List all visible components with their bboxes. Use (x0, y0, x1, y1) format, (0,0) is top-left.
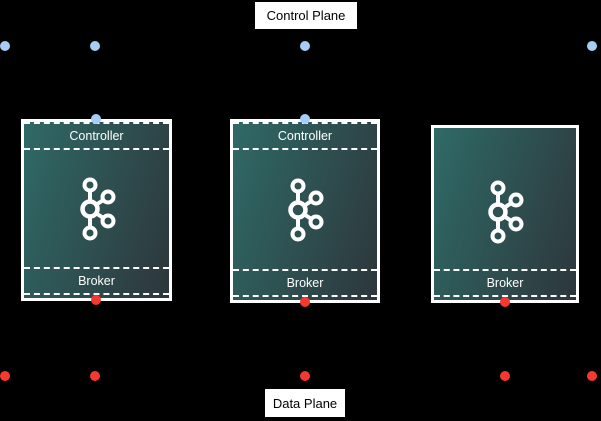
broker-section: Broker (233, 269, 377, 297)
node-body (434, 128, 576, 269)
kafka-logo-icon (288, 178, 324, 241)
red-connection-dot (0, 371, 10, 381)
controller-section: Controller (233, 122, 377, 150)
broker-label: Broker (486, 276, 524, 290)
control-plane-label: Control Plane (255, 2, 357, 29)
red-connection-dot (587, 371, 597, 381)
kafka-node-1: Controller Broker (21, 119, 172, 301)
red-connection-dot (90, 371, 100, 381)
broker-label: Broker (286, 276, 324, 290)
controller-label: Controller (69, 129, 124, 143)
blue-connection-dot (300, 41, 310, 51)
kafka-logo-icon (79, 177, 115, 240)
kafka-node-2: Controller Broker (230, 119, 380, 303)
red-connection-dot (300, 371, 310, 381)
blue-connection-dot (0, 41, 10, 51)
node-body (233, 150, 377, 269)
kafka-node-3: Broker (431, 125, 579, 303)
blue-connection-dot (90, 41, 100, 51)
broker-label: Broker (78, 274, 115, 288)
blue-connection-dot (587, 41, 597, 51)
kafka-logo-icon (488, 180, 524, 243)
data-plane-label: Data Plane (265, 389, 345, 417)
red-connection-dot (300, 297, 310, 307)
broker-section: Broker (24, 267, 169, 295)
red-connection-dot (500, 297, 510, 307)
node-body (24, 150, 169, 267)
controller-label: Controller (277, 129, 333, 143)
blue-connection-dot (300, 114, 310, 124)
red-connection-dot (91, 295, 101, 305)
controller-section: Controller (24, 122, 169, 150)
broker-section: Broker (434, 269, 576, 297)
red-connection-dot (500, 371, 510, 381)
blue-connection-dot (91, 114, 101, 124)
